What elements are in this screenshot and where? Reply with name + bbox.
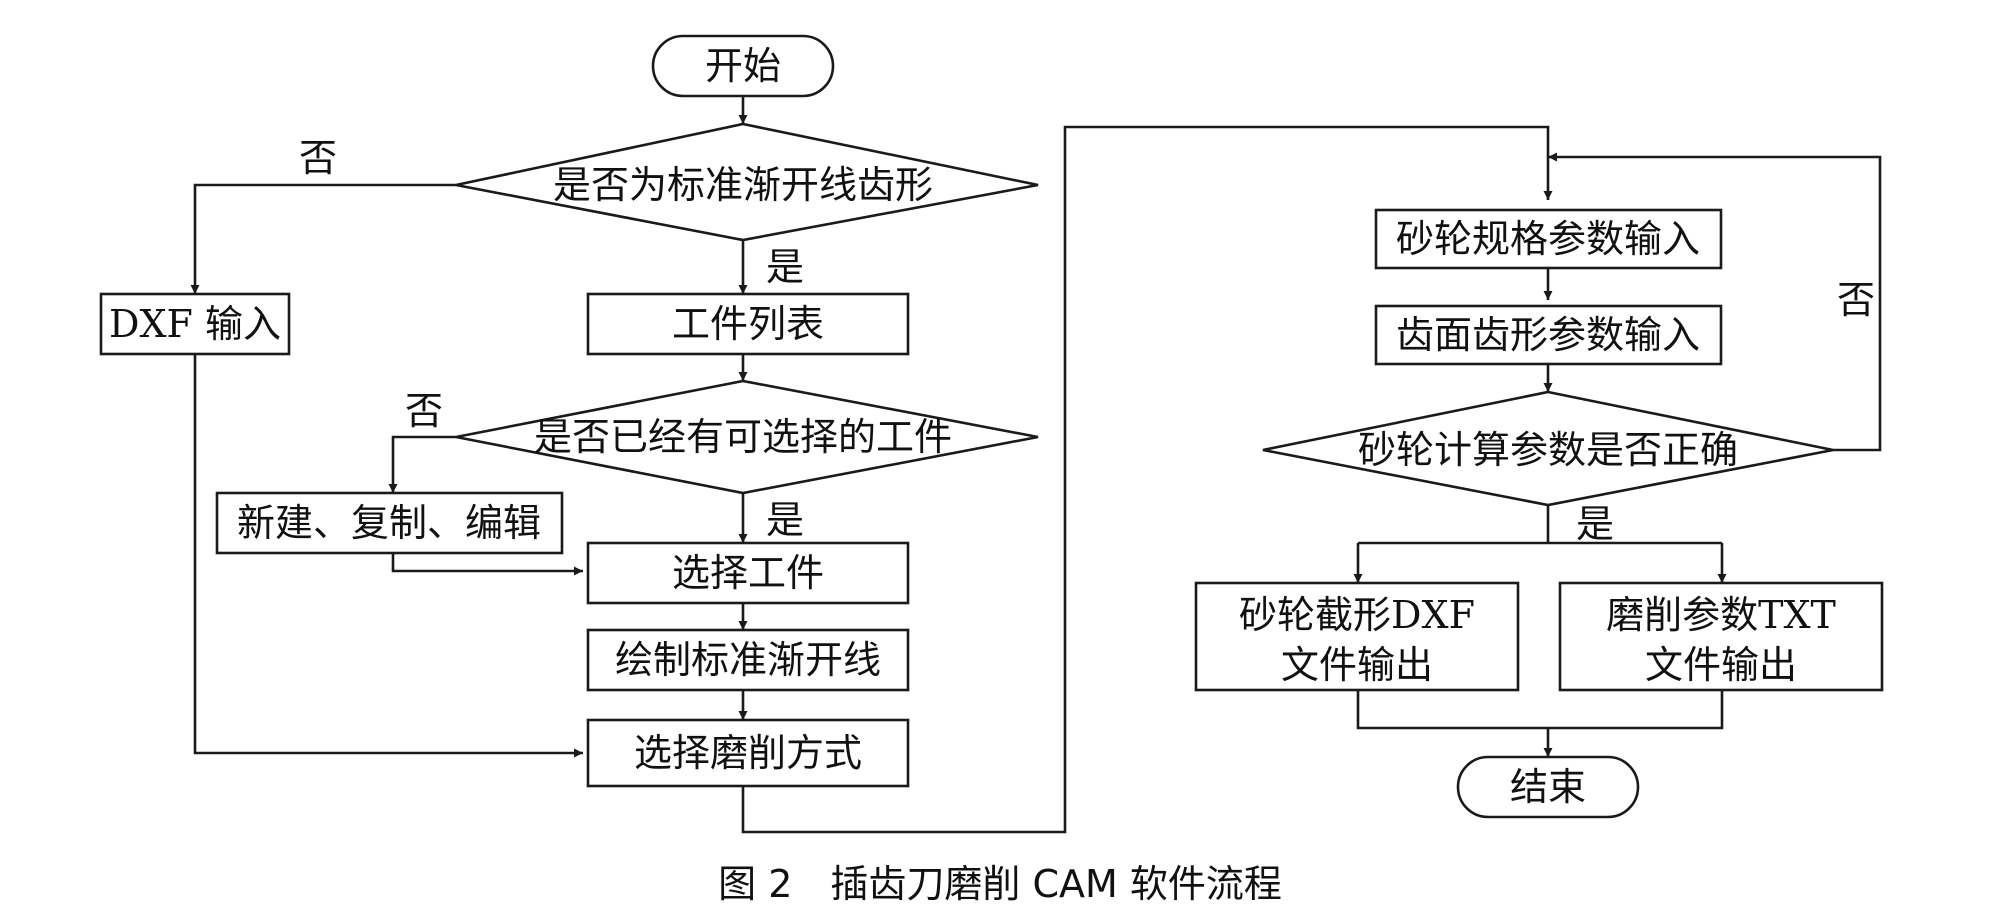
dxf-input-label: DXF 输入 [109, 302, 281, 346]
branch-label-yes-standard: 是 [766, 245, 804, 289]
new-copy-edit-label: 新建、复制、编辑 [237, 501, 541, 545]
branch-label-yes-workpiece: 是 [766, 498, 804, 542]
grind-txt-output-box: 磨削参数TXT 文件输出 [1558, 581, 1884, 692]
connector-merge-line [1356, 690, 1724, 730]
tooth-param-input-label: 齿面齿形参数输入 [1396, 313, 1700, 357]
decision-standard-involute-label: 是否为标准渐开线齿形 [553, 163, 933, 207]
new-copy-edit-box: 新建、复制、编辑 [215, 491, 564, 555]
figure-caption: 图 2 插齿刀磨削 CAM 软件流程 [718, 862, 1282, 906]
draw-involute-box: 绘制标准渐开线 [586, 628, 910, 692]
tooth-param-input-box: 齿面齿形参数输入 [1374, 304, 1723, 366]
select-workpiece-box: 选择工件 [586, 541, 910, 605]
start-label: 开始 [705, 44, 781, 88]
wheel-dxf-output-label-line1: 砂轮截形DXF [1239, 593, 1475, 637]
end-label: 结束 [1510, 765, 1586, 809]
select-grinding-mode-label: 选择磨削方式 [634, 731, 862, 775]
select-workpiece-label: 选择工件 [672, 551, 824, 595]
decision-wheel-calc-correct: 砂轮计算参数是否正确 [1262, 390, 1834, 507]
connector-decision1-no-to-dxf [190, 183, 456, 294]
connector-decision2-no-to-new [388, 435, 456, 493]
connector-decision3-no-loop [1548, 152, 1882, 452]
grind-txt-output-label-line2: 文件输出 [1645, 643, 1797, 687]
decision-wheel-calc-correct-label: 砂轮计算参数是否正确 [1358, 428, 1738, 472]
grind-txt-output-label-line1: 磨削参数TXT [1606, 593, 1836, 637]
wheel-dxf-output-box: 砂轮截形DXF 文件输出 [1194, 581, 1520, 692]
dxf-input-box: DXF 输入 [99, 292, 291, 356]
branch-label-no-workpiece: 否 [405, 389, 443, 433]
decision-has-workpiece-label: 是否已经有可选择的工件 [534, 415, 952, 459]
connector-dxf-to-mode [193, 354, 583, 758]
wheel-spec-input-box: 砂轮规格参数输入 [1374, 208, 1723, 270]
end-node: 结束 [1456, 755, 1640, 819]
connector-new-to-select [391, 553, 583, 576]
start-node: 开始 [651, 34, 835, 98]
draw-involute-label: 绘制标准渐开线 [615, 638, 881, 682]
decision-standard-involute: 是否为标准渐开线齿形 [455, 122, 1039, 242]
wheel-dxf-output-label-line2: 文件输出 [1281, 643, 1433, 687]
connector-mode-to-wheel-spec [741, 125, 1553, 834]
workpiece-list-box: 工件列表 [586, 292, 910, 356]
branch-label-no-wheel: 否 [1837, 278, 1875, 322]
workpiece-list-label: 工件列表 [672, 302, 824, 346]
branch-label-yes-wheel: 是 [1576, 502, 1614, 546]
wheel-spec-input-label: 砂轮规格参数输入 [1396, 217, 1700, 261]
decision-has-workpiece: 是否已经有可选择的工件 [455, 379, 1039, 495]
connectors [190, 96, 1882, 834]
select-grinding-mode-box: 选择磨削方式 [586, 718, 910, 788]
branch-label-no-standard: 否 [299, 136, 337, 180]
